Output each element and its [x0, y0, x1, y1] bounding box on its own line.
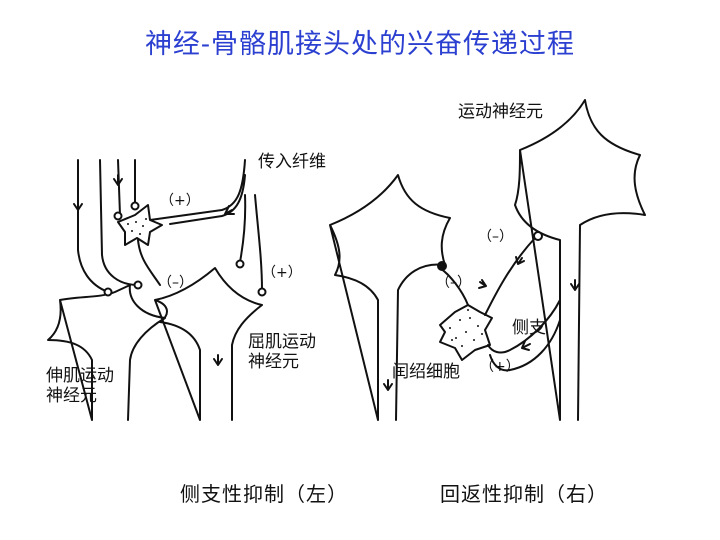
motor-neuron-lower	[329, 174, 451, 421]
afferent-fiber	[149, 159, 246, 225]
descending-fiber-3	[117, 159, 121, 216]
inhibitory-sign: （–）	[158, 275, 193, 291]
excitatory-sign-right: （+）	[262, 265, 302, 281]
inhibitory-interneuron	[117, 204, 163, 246]
descending-fiber-1	[77, 159, 109, 293]
extensor-motor-neuron-label-line2: 神经元	[46, 386, 97, 406]
inhibitory-sign-mid: （–）	[436, 275, 471, 291]
flexor-motor-neuron-label-line2: 神经元	[248, 352, 299, 372]
afferent-fiber-label: 传入纤维	[258, 152, 326, 172]
page-title: 神经-骨骼肌接头处的兴奋传递过程	[144, 29, 576, 60]
motor-neuron-upper	[514, 99, 646, 421]
collateral-label: 侧支	[512, 318, 546, 338]
flexor-motor-neuron-label-line1: 屈肌运动	[248, 332, 316, 352]
extensor-motor-neuron-label-line1: 伸肌运动	[46, 366, 114, 386]
descending-fiber-2	[99, 159, 139, 286]
flexor-motor-neuron	[154, 267, 263, 421]
extensor-motor-neuron	[47, 284, 166, 421]
renshaw-cell-label: 闰绍细胞	[392, 362, 460, 382]
right-diagram-caption: 回返性抑制（右）	[440, 482, 608, 506]
inhibitory-sign-top: （–）	[478, 229, 513, 245]
motor-neuron-label: 运动神经元	[458, 102, 543, 122]
left-diagram-caption: 侧支性抑制（左）	[180, 482, 348, 506]
excitatory-sign-top: （+）	[160, 193, 200, 209]
excitatory-sign: （+）	[480, 359, 520, 375]
